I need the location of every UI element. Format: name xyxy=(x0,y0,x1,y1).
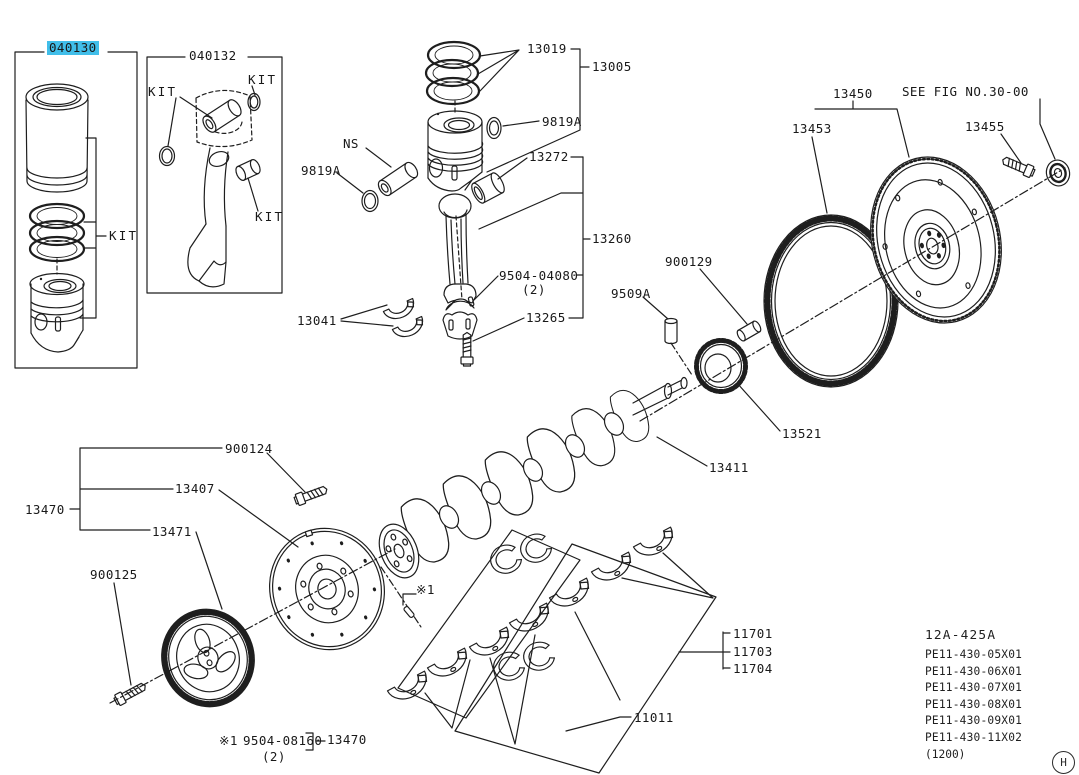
part-number-item: PE11-430-06X01 xyxy=(925,664,1023,678)
small-end-bushing[interactable] xyxy=(469,171,507,205)
part-label-kit-2[interactable]: KIT xyxy=(248,72,278,87)
part-label-11011[interactable]: 11011 xyxy=(634,710,674,725)
part-label-9819A-l[interactable]: 9819A xyxy=(301,163,341,178)
part-label-13450[interactable]: 13450 xyxy=(833,86,873,101)
part-label-qty-2a: (2) xyxy=(522,282,546,297)
part-label-9509A[interactable]: 9509A xyxy=(611,286,651,301)
part-label-900125[interactable]: 900125 xyxy=(90,567,138,582)
part-label-13411[interactable]: 13411 xyxy=(709,460,749,475)
part-label-9504-04080[interactable]: 9504-04080 xyxy=(499,268,579,283)
part-label-13407[interactable]: 13407 xyxy=(175,481,215,496)
part-number-item: PE11-430-05X01 xyxy=(925,648,1023,661)
snap-ring-right[interactable] xyxy=(486,116,502,140)
part-number-item: PE11-430-07X01 xyxy=(925,681,1023,695)
crank-bushing[interactable] xyxy=(736,320,763,342)
part-list-footer: (1200) xyxy=(925,747,966,761)
part-number-item: PE11-430-09X01 xyxy=(925,714,1023,728)
part-label-11701[interactable]: 11701 xyxy=(733,626,773,641)
part-number-item: PE11-430-08X01 xyxy=(925,697,1023,711)
part-label-13265[interactable]: 13265 xyxy=(526,310,566,325)
part-label-900129[interactable]: 900129 xyxy=(665,254,713,269)
main-bearing-panels xyxy=(397,529,717,774)
part-label-kit-3[interactable]: KIT xyxy=(255,209,285,224)
part-label-9819A-r[interactable]: 9819A xyxy=(542,114,582,129)
part-label-040132[interactable]: 040132 xyxy=(189,48,237,63)
part-label-9504-08160[interactable]: 9504-08160 xyxy=(243,733,323,748)
liner-kit-box[interactable] xyxy=(14,51,138,369)
damper-bolt[interactable] xyxy=(292,483,330,507)
pilot-bearing[interactable] xyxy=(1044,157,1073,188)
part-label-13453[interactable]: 13453 xyxy=(792,121,832,136)
part-label-13019[interactable]: 13019 xyxy=(527,41,567,56)
part-label-13272[interactable]: 13272 xyxy=(529,149,569,164)
part-label-13471[interactable]: 13471 xyxy=(152,524,192,539)
crank-pulley[interactable] xyxy=(149,597,267,719)
flywheel-ring-gear[interactable] xyxy=(763,214,899,388)
part-label-11703[interactable]: 11703 xyxy=(733,644,773,659)
woodruff-key[interactable] xyxy=(403,606,415,618)
part-label-note-x1b: ※1 xyxy=(219,733,238,748)
part-label-kit-1[interactable]: KIT xyxy=(148,84,178,99)
crankshaft[interactable] xyxy=(372,376,688,584)
part-label-11704[interactable]: 11704 xyxy=(733,661,773,676)
part-label-note-x1: ※1 xyxy=(416,582,435,597)
connecting-rod-kit-box[interactable] xyxy=(146,56,283,294)
part-number-item: PE11-430-11X02 xyxy=(925,730,1023,744)
piston-ring-set[interactable] xyxy=(424,40,520,113)
part-label-see-fig[interactable]: SEE FIG NO.30-00 xyxy=(902,84,1029,99)
part-label-13470[interactable]: 13470 xyxy=(25,502,65,517)
rod-bearing-shells[interactable] xyxy=(382,297,428,342)
part-label-qty-2b: (2) xyxy=(262,749,286,764)
flywheel[interactable] xyxy=(854,143,1019,337)
part-label-13260[interactable]: 13260 xyxy=(592,231,632,246)
part-label-13455[interactable]: 13455 xyxy=(965,119,1005,134)
part-label-kit-4[interactable]: KIT xyxy=(109,228,139,243)
part-label-13005[interactable]: 13005 xyxy=(592,59,632,74)
part-label-13041[interactable]: 13041 xyxy=(297,313,337,328)
page-marker: H xyxy=(1052,751,1075,774)
part-label-13521[interactable]: 13521 xyxy=(782,426,822,441)
part-label-040130[interactable]: 040130 xyxy=(47,40,99,56)
piston-pin[interactable] xyxy=(376,160,420,198)
piston[interactable] xyxy=(427,110,484,192)
damper-plate[interactable] xyxy=(254,513,400,664)
crank-gear[interactable] xyxy=(694,338,748,394)
part-label-900124[interactable]: 900124 xyxy=(225,441,273,456)
figure-code: 12A-425A xyxy=(925,628,997,643)
connecting-rod[interactable] xyxy=(438,193,478,340)
part-label-13470-b[interactable]: 13470 xyxy=(327,732,367,747)
dowel-pin[interactable] xyxy=(664,317,678,345)
snap-ring-left[interactable] xyxy=(361,189,379,213)
part-label-NS[interactable]: NS xyxy=(343,136,359,151)
